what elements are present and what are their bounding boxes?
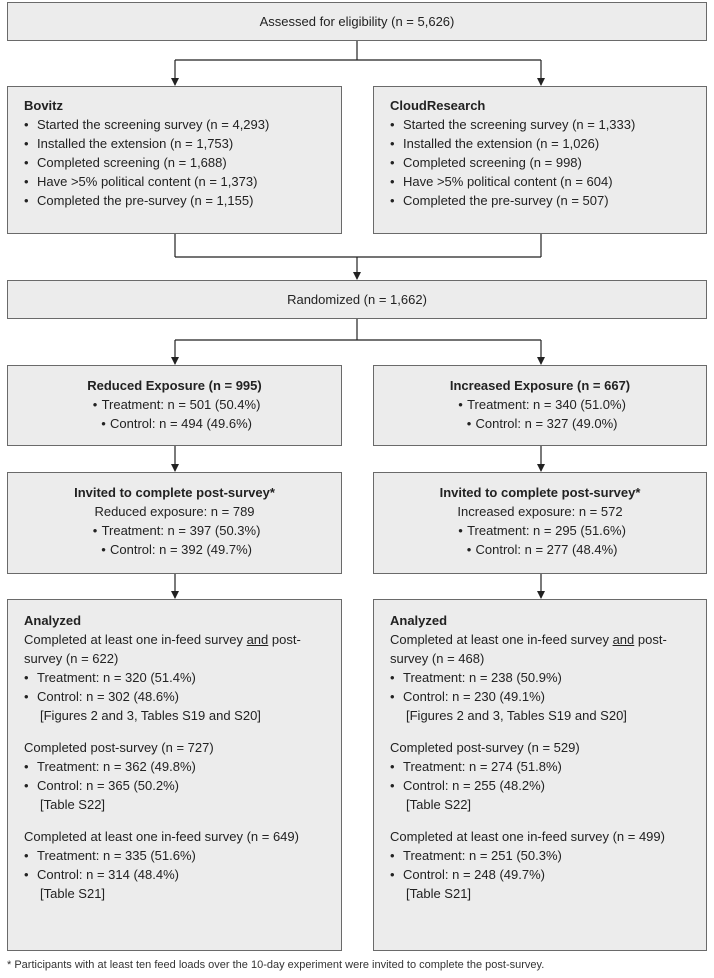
analyzed-left-g3-treatment: Treatment: n = 335 (51.6%) — [24, 846, 341, 865]
bovitz-item-installed: Installed the extension (n = 1,753) — [24, 134, 341, 153]
invited-left-treatment: Treatment: n = 397 (50.3%) — [89, 523, 261, 538]
cloudresearch-box: CloudResearch Started the screening surv… — [373, 86, 707, 234]
invited-right-title: Invited to complete post-survey* — [439, 485, 641, 500]
bovitz-title: Bovitz — [24, 98, 63, 113]
bovitz-item-screening: Completed screening (n = 1,688) — [24, 153, 341, 172]
increased-exposure-title: Increased Exposure (n = 667) — [449, 378, 631, 393]
invited-left-box: Invited to complete post-survey* Reduced… — [7, 472, 342, 574]
analyzed-left-g1-treatment: Treatment: n = 320 (51.4%) — [24, 668, 341, 687]
reduced-control: Control: n = 494 (49.6%) — [97, 416, 252, 431]
invited-left-sub: Reduced exposure: n = 789 — [94, 504, 255, 519]
analyzed-left-g1-head: Completed at least one in-feed survey an… — [24, 632, 301, 647]
cloudresearch-title: CloudResearch — [390, 98, 486, 113]
assessed-box: Assessed for eligibility (n = 5,626) — [7, 2, 707, 41]
analyzed-left-g3-ref: [Table S21] — [40, 886, 106, 901]
analyzed-left-g2-treatment: Treatment: n = 362 (49.8%) — [24, 757, 341, 776]
bovitz-item-started: Started the screening survey (n = 4,293) — [24, 115, 341, 134]
analyzed-right-g2-control: Control: n = 255 (48.2%) — [390, 776, 706, 795]
analyzed-left-g3-head: Completed at least one in-feed survey (n… — [24, 829, 299, 844]
analyzed-right-g2-treatment: Treatment: n = 274 (51.8%) — [390, 757, 706, 776]
invited-right-sub: Increased exposure: n = 572 — [457, 504, 623, 519]
analyzed-left-g1-ref: [Figures 2 and 3, Tables S19 and S20] — [40, 708, 261, 723]
increased-control: Control: n = 327 (49.0%) — [463, 416, 618, 431]
bovitz-item-political: Have >5% political content (n = 1,373) — [24, 172, 341, 191]
analyzed-right-title: Analyzed — [390, 613, 448, 628]
increased-treatment: Treatment: n = 340 (51.0%) — [454, 397, 626, 412]
cloud-item-presurvey: Completed the pre-survey (n = 507) — [390, 191, 706, 210]
analyzed-right-g3-treatment: Treatment: n = 251 (50.3%) — [390, 846, 706, 865]
increased-exposure-box: Increased Exposure (n = 667) Treatment: … — [373, 365, 707, 446]
reduced-treatment: Treatment: n = 501 (50.4%) — [89, 397, 261, 412]
invited-right-treatment: Treatment: n = 295 (51.6%) — [454, 523, 626, 538]
analyzed-left-g2-control: Control: n = 365 (50.2%) — [24, 776, 341, 795]
bovitz-item-presurvey: Completed the pre-survey (n = 1,155) — [24, 191, 341, 210]
analyzed-right-g1-head-2: survey (n = 468) — [390, 651, 485, 666]
reduced-exposure-box: Reduced Exposure (n = 995) Treatment: n … — [7, 365, 342, 446]
analyzed-right-g1-head: Completed at least one in-feed survey an… — [390, 632, 667, 647]
analyzed-right-g3-control: Control: n = 248 (49.7%) — [390, 865, 706, 884]
bovitz-box: Bovitz Started the screening survey (n =… — [7, 86, 342, 234]
invited-right-box: Invited to complete post-survey* Increas… — [373, 472, 707, 574]
analyzed-left-box: Analyzed Completed at least one in-feed … — [7, 599, 342, 951]
analyzed-left-g2-head: Completed post-survey (n = 727) — [24, 740, 214, 755]
invited-left-title: Invited to complete post-survey* — [74, 485, 275, 500]
cloud-item-political: Have >5% political content (n = 604) — [390, 172, 706, 191]
analyzed-left-g1-control: Control: n = 302 (48.6%) — [24, 687, 341, 706]
analyzed-right-g2-ref: [Table S22] — [406, 797, 472, 812]
analyzed-right-g3-ref: [Table S21] — [406, 886, 472, 901]
cloud-item-installed: Installed the extension (n = 1,026) — [390, 134, 706, 153]
analyzed-right-g1-ref: [Figures 2 and 3, Tables S19 and S20] — [406, 708, 627, 723]
invited-left-control: Control: n = 392 (49.7%) — [97, 542, 252, 557]
footnote: * Participants with at least ten feed lo… — [7, 959, 545, 971]
analyzed-left-g1-head-2: survey (n = 622) — [24, 651, 119, 666]
cloud-item-started: Started the screening survey (n = 1,333) — [390, 115, 706, 134]
reduced-exposure-title: Reduced Exposure (n = 995) — [87, 378, 262, 393]
randomized-label: Randomized (n = 1,662) — [287, 292, 427, 307]
analyzed-left-g3-control: Control: n = 314 (48.4%) — [24, 865, 341, 884]
analyzed-right-g1-treatment: Treatment: n = 238 (50.9%) — [390, 668, 706, 687]
analyzed-left-title: Analyzed — [24, 613, 82, 628]
analyzed-right-g2-head: Completed post-survey (n = 529) — [390, 740, 580, 755]
analyzed-right-box: Analyzed Completed at least one in-feed … — [373, 599, 707, 951]
analyzed-right-g3-head: Completed at least one in-feed survey (n… — [390, 829, 665, 844]
analyzed-right-g1-control: Control: n = 230 (49.1%) — [390, 687, 706, 706]
analyzed-left-g2-ref: [Table S22] — [40, 797, 106, 812]
randomized-box: Randomized (n = 1,662) — [7, 280, 707, 319]
assessed-label: Assessed for eligibility (n = 5,626) — [259, 14, 455, 29]
invited-right-control: Control: n = 277 (48.4%) — [463, 542, 618, 557]
cloud-item-screening: Completed screening (n = 998) — [390, 153, 706, 172]
